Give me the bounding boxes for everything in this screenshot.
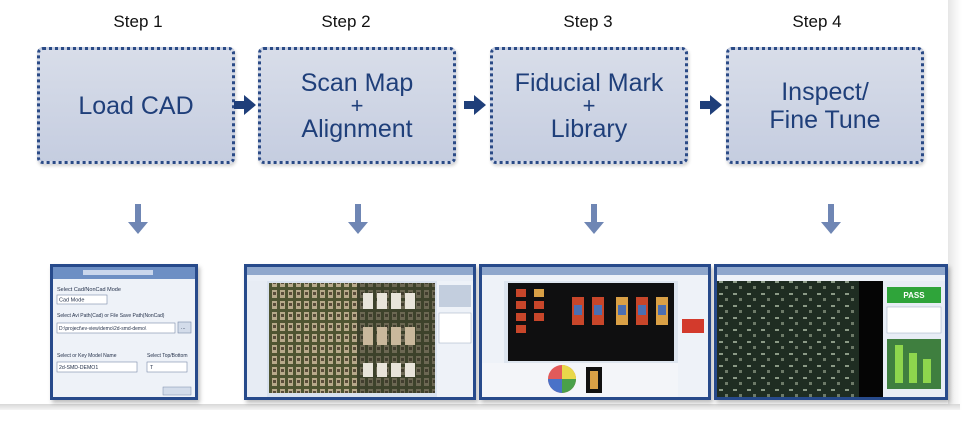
component-library-marks — [516, 289, 668, 333]
step-2-box: Scan Map + Alignment — [258, 47, 456, 164]
step-3-text-line-1: Fiducial Mark — [514, 68, 664, 97]
step-4-text-line-1: Inspect/ — [781, 77, 869, 106]
step-4-text-line-2: Fine Tune — [769, 105, 881, 134]
step-1-box: Load CAD — [37, 47, 235, 164]
step-3-text-line-2: Library — [550, 114, 628, 143]
mode-label: Select Cad/NonCad Mode — [57, 287, 121, 293]
step-2-text-line-2: Alignment — [301, 114, 413, 143]
frame-shadow-right — [948, 0, 962, 410]
pass-status-badge: PASS — [903, 291, 925, 300]
right-arrow-icon — [464, 95, 486, 115]
model-select: 2d-SMD-DEMO1 — [59, 365, 98, 371]
top-bottom-select: T — [150, 365, 154, 371]
top-bottom-label: Select Top/Bottom — [147, 353, 188, 359]
path-input: D:\project\ev-view\demo\2d-smd-demo\ — [59, 326, 147, 332]
step-1-label: Step 1 — [113, 12, 163, 31]
right-arrow-icon — [234, 95, 256, 115]
thumbnail-scan-map — [244, 264, 476, 400]
thumbnail-fiducial-library — [479, 264, 711, 400]
step-2-text-line-1: Scan Map — [300, 68, 414, 97]
step-3-label: Step 3 — [563, 12, 613, 31]
right-arrow-icon — [700, 95, 722, 115]
mode-select: Cad Mode — [59, 298, 84, 304]
fiducial-library-screenshot — [482, 267, 708, 397]
down-arrow-icon — [128, 204, 148, 234]
browse-button: ... — [181, 325, 186, 331]
step-3-box: Fiducial Mark + Library — [490, 47, 688, 164]
model-label: Select or Key Model Name — [57, 353, 117, 359]
step-2-label: Step 2 — [321, 12, 371, 31]
inspect-fine-tune-screenshot: PASS — [717, 267, 945, 397]
thumbnail-inspect-fine-tune: PASS — [714, 264, 948, 400]
step-1-text: Load CAD — [78, 91, 194, 120]
thumbnail-load-cad-dialog: Select Cad/NonCad Mode Cad Mode Select A… — [50, 264, 198, 400]
down-arrow-icon — [584, 204, 604, 234]
down-arrow-icon — [821, 204, 841, 234]
step-3-plus: + — [582, 92, 596, 118]
down-arrow-icon — [348, 204, 368, 234]
step-2-plus: + — [350, 92, 364, 118]
scan-map-screenshot — [247, 267, 473, 397]
path-label: Select Avi Path(Cad) or File Save Path(N… — [57, 313, 165, 319]
load-cad-dialog-screenshot: Select Cad/NonCad Mode Cad Mode Select A… — [53, 267, 195, 397]
frame-shadow-bottom — [0, 404, 960, 410]
step-4-label: Step 4 — [792, 12, 842, 31]
step-4-box: Inspect/ Fine Tune — [726, 47, 924, 164]
